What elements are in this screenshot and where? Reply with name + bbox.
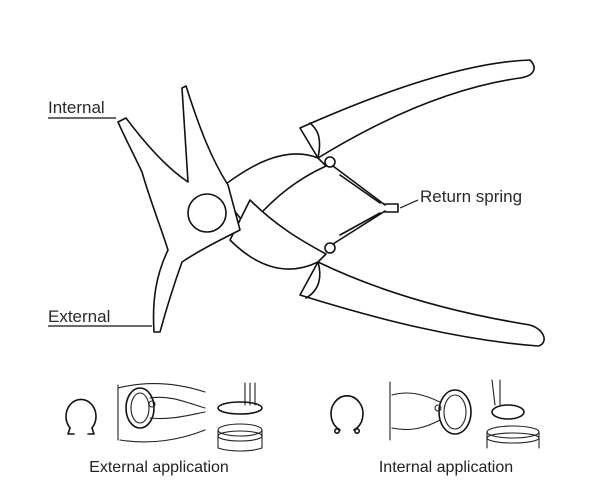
return-spring-label: Return spring [420, 187, 522, 206]
external-application-caption: External application [89, 459, 229, 476]
external-circlip-icon [65, 398, 97, 435]
pliers-illustration: Internal External Return spring [48, 59, 545, 347]
upper-handle [299, 59, 535, 159]
internal-bore-icon [486, 379, 540, 449]
pivot-screw [187, 193, 227, 233]
internal-circlip-icon [330, 395, 364, 434]
lower-arm [229, 199, 327, 270]
return-spring-leader [399, 199, 419, 209]
external-label: External [48, 307, 110, 326]
lower-handle [299, 261, 545, 347]
pivot-body [117, 85, 241, 333]
internal-pliers-closeup-icon [389, 381, 472, 441]
return-spring [324, 156, 399, 254]
external-pliers-closeup-icon [117, 383, 206, 443]
internal-application-illustration: Internal application [330, 379, 540, 476]
external-shaft-icon [217, 382, 263, 452]
external-application-illustration: External application [65, 382, 263, 476]
internal-label: Internal [48, 98, 105, 117]
internal-application-caption: Internal application [379, 459, 513, 476]
